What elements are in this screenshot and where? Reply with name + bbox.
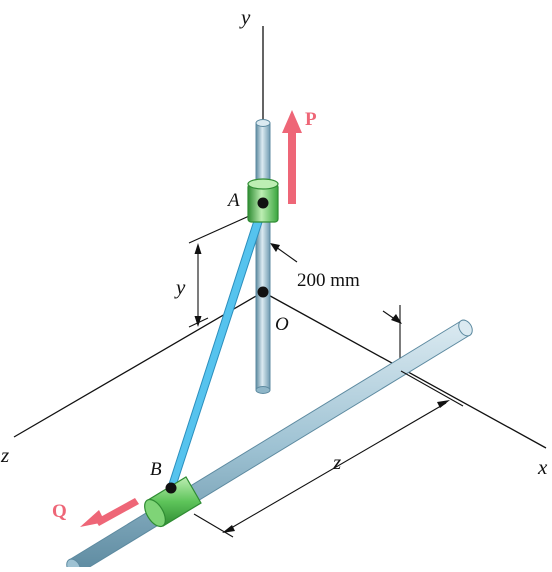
y-dimension (188, 211, 259, 328)
collar-b (144, 476, 202, 528)
force-p-label: P (305, 109, 317, 130)
point-a-label: A (226, 190, 240, 211)
point-o-label: O (275, 314, 289, 335)
point-b-pin (165, 482, 177, 494)
z-axis-line (13, 291, 264, 438)
point-a-pin (257, 197, 269, 209)
vertical-rod (255, 119, 271, 394)
link-ab (167, 204, 268, 490)
force-q-label: Q (52, 501, 67, 522)
z-dimension (193, 370, 464, 538)
force-p-arrow (282, 110, 302, 204)
point-b-label: B (150, 459, 162, 480)
origin-point (257, 286, 269, 298)
collar-a (247, 178, 279, 223)
dim-200-label: 200 mm (297, 270, 360, 291)
force-q-arrow (80, 498, 139, 527)
axis-y-label: y (239, 5, 251, 29)
dim-z-label: z (332, 450, 341, 474)
axis-z-label: z (0, 443, 9, 467)
axis-x-label: x (537, 455, 548, 479)
dim-y-label: y (174, 275, 186, 299)
